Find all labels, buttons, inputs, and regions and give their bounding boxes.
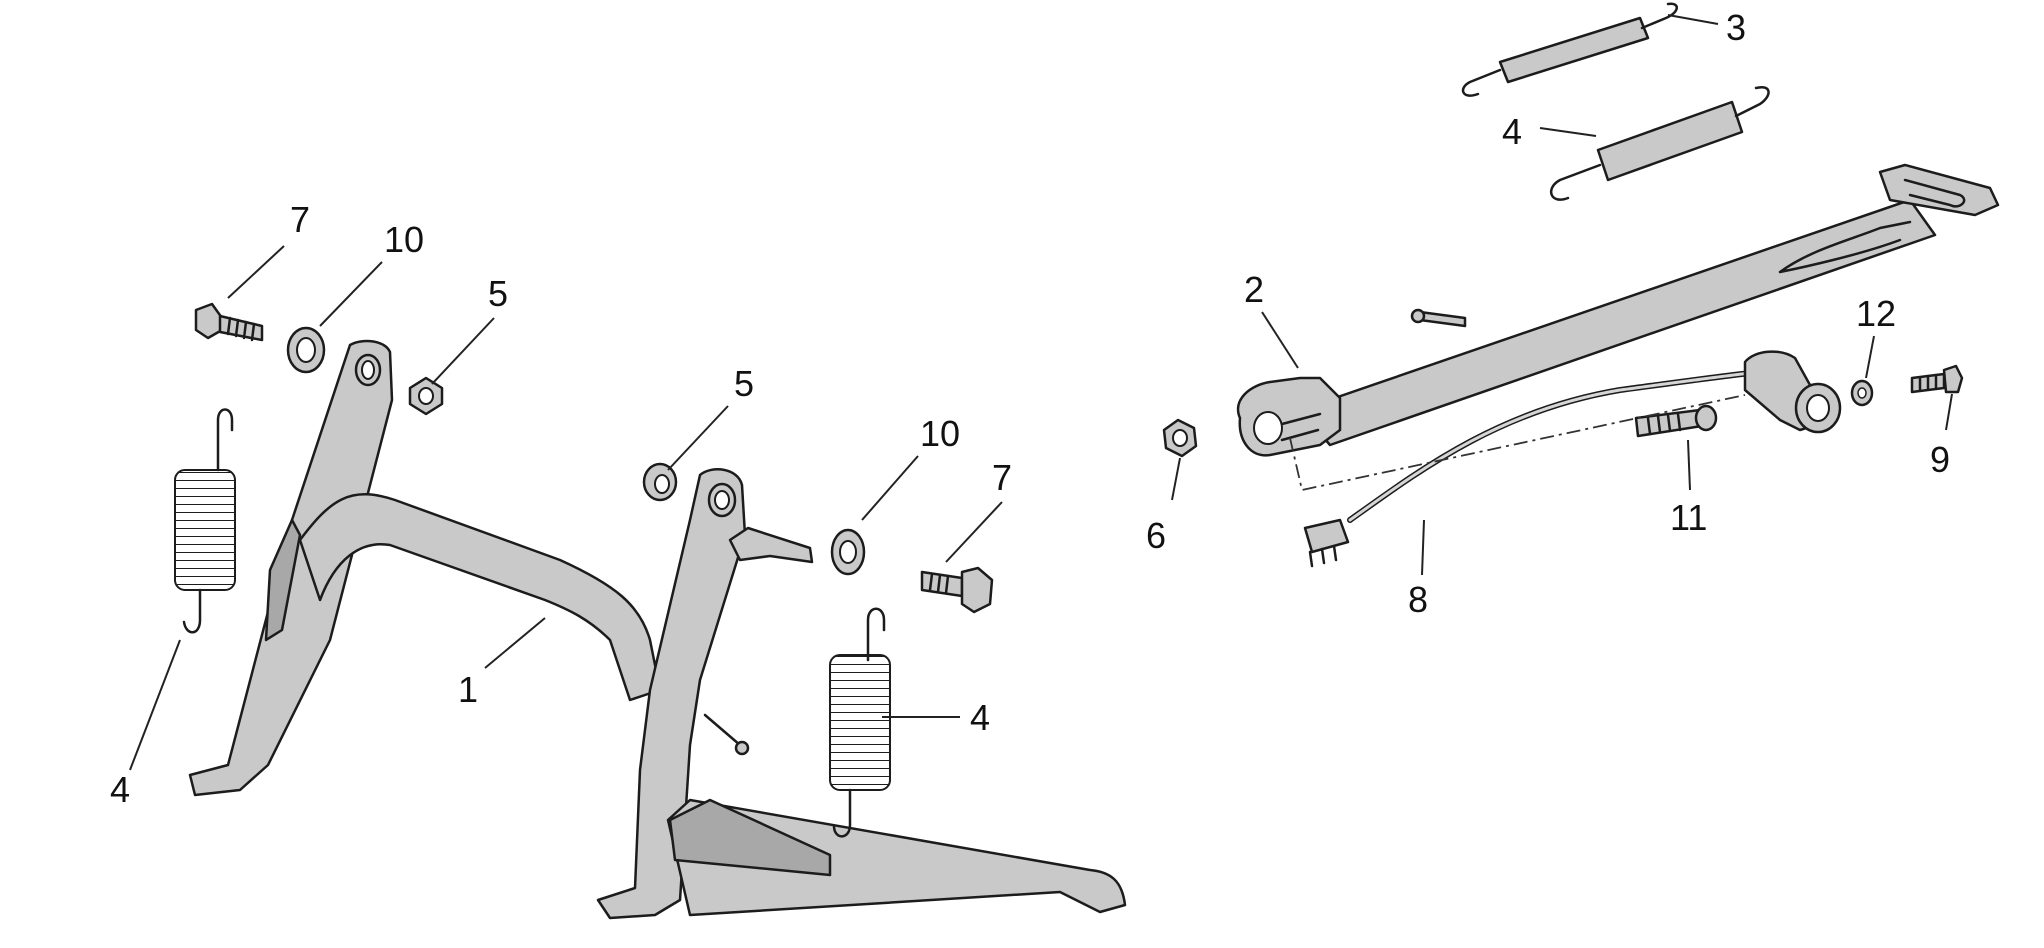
callout-8: 8 [1408,579,1428,620]
callout-10-middle: 10 [920,413,960,454]
callout-4-middle: 4 [970,697,990,738]
callout-12: 12 [1856,293,1896,334]
alignment-dashed-line [1289,394,1746,492]
callout-10-left: 10 [384,219,424,260]
washer-12 [1850,379,1874,407]
side-stand [1236,163,2000,457]
center-stand [188,339,1127,920]
callout-4-top: 4 [1502,111,1522,152]
washer-middle [830,528,866,576]
callout-9: 9 [1930,439,1950,480]
screw-9 [1910,364,1964,394]
nut-middle [642,462,678,502]
spring-left [174,408,236,634]
callout-4-left: 4 [110,769,130,810]
nut-left [408,376,444,416]
callout-6: 6 [1146,515,1166,556]
spring-middle [829,607,891,838]
spring-4-top [1549,85,1770,201]
callout-5-middle: 5 [734,363,754,404]
leader-lines [129,14,1953,771]
callout-1: 1 [458,669,478,710]
washer-left [286,326,326,374]
side-stand-switch-wire [1303,350,1842,568]
callout-5-left: 5 [488,273,508,314]
callout-2: 2 [1244,269,1264,310]
callout-7-middle: 7 [992,457,1012,498]
nut-side [1162,418,1198,458]
callout-7-left: 7 [290,199,310,240]
bolt-middle [920,566,994,614]
callout-11: 11 [1670,497,1707,538]
bolt-left [194,302,264,342]
callout-3: 3 [1726,7,1746,48]
spring-3 [1461,2,1678,97]
screw-11 [1634,404,1718,438]
